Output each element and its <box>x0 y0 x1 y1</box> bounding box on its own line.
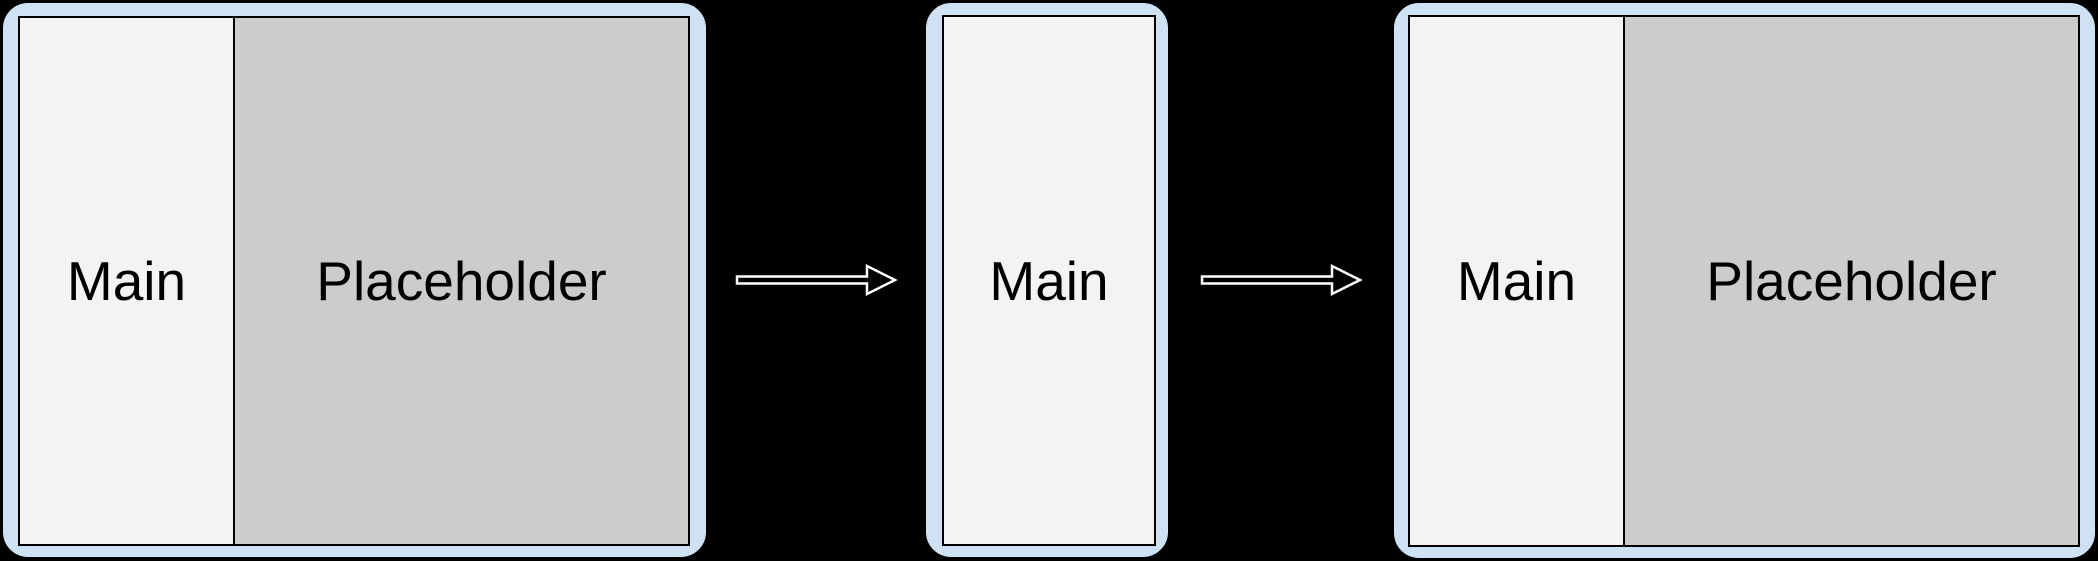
main-pane: Main <box>20 18 233 544</box>
main-pane-label: Main <box>989 249 1109 312</box>
window-frame-compact: Main <box>925 2 1169 558</box>
window-content-compact: Main <box>942 15 1156 546</box>
window-content-expanded-start: Main Placeholder <box>18 16 690 546</box>
placeholder-pane: Placeholder <box>1623 17 2078 545</box>
placeholder-pane-label: Placeholder <box>1706 250 1997 312</box>
placeholder-pane-label: Placeholder <box>316 250 607 312</box>
main-pane: Main <box>1410 17 1623 545</box>
right-arrow-icon <box>1200 263 1363 297</box>
main-pane: Main <box>944 17 1154 544</box>
main-pane-label: Main <box>1456 250 1577 312</box>
window-frame-expanded-end: Main Placeholder <box>1393 2 2096 559</box>
window-content-expanded-end: Main Placeholder <box>1408 15 2080 547</box>
window-frame-expanded-start: Main Placeholder <box>2 2 707 558</box>
placeholder-pane: Placeholder <box>233 18 688 544</box>
right-arrow-shape <box>1200 263 1363 297</box>
right-arrow-icon <box>735 263 898 297</box>
right-arrow-shape <box>735 263 898 297</box>
main-pane-label: Main <box>66 250 187 312</box>
